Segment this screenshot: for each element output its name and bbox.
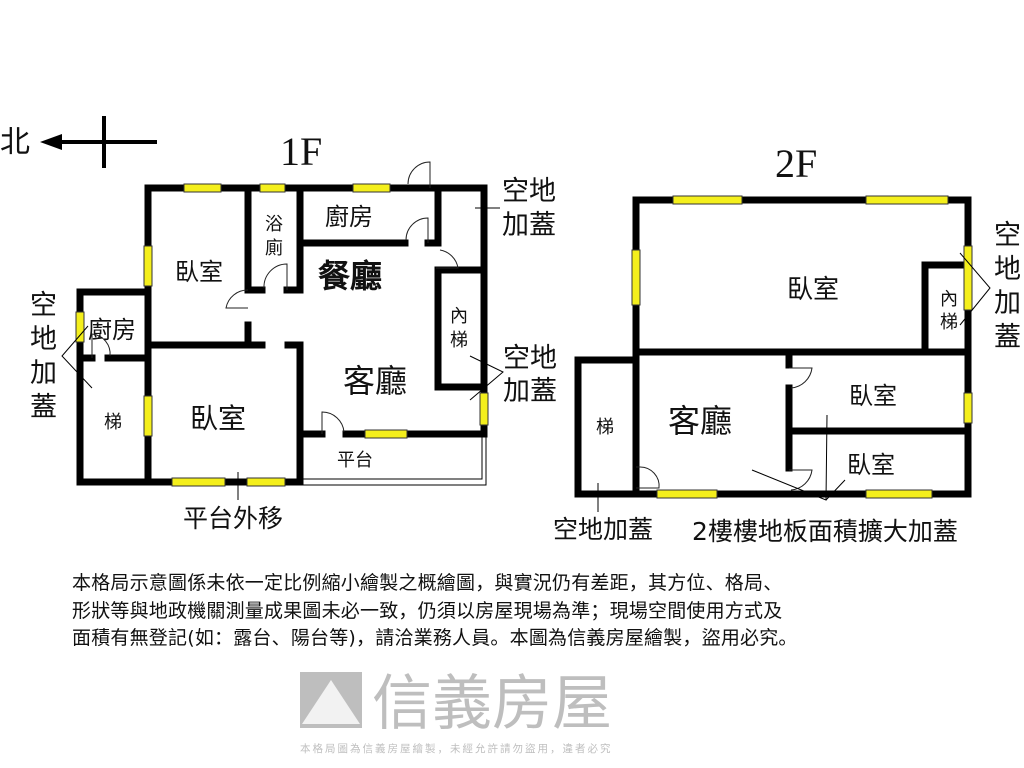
room-1f-bedroom-bottom: 臥室 — [190, 402, 246, 435]
wall-1f-inner-stair — [434, 266, 488, 391]
window — [171, 477, 226, 487]
room-2f-inner-stair-1: 內 — [940, 289, 958, 310]
door-swing — [789, 367, 813, 389]
window — [865, 489, 933, 499]
window — [631, 249, 641, 306]
north-label: 北 — [0, 125, 30, 160]
room-1f-inner-stair-2: 梯 — [450, 330, 468, 351]
room-1f-dining: 餐廳 — [318, 257, 382, 295]
room-2f-bedroom-large: 臥室 — [787, 275, 839, 305]
annotation-2f-floor-expansion: 2樓樓地板面積擴大加蓋 — [692, 517, 958, 546]
door-swing — [407, 161, 431, 188]
watermark-logo — [300, 672, 362, 728]
window — [352, 183, 391, 193]
annotation-2f-addition-bottom: 空地加蓋 — [553, 515, 653, 544]
annotation-2f-addition-right-3: 加 — [994, 288, 1021, 319]
leader-line — [959, 252, 991, 326]
door-swing — [436, 249, 459, 269]
north-compass: 北 — [0, 116, 157, 168]
annotation-1f-addition-top-1: 空地 — [502, 176, 556, 207]
room-1f-platform: 平台 — [337, 450, 373, 471]
room-1f-bath-2: 廁 — [265, 237, 283, 259]
annotation-2f-addition-right-2: 地 — [994, 254, 1021, 285]
room-1f-bedroom-top: 臥室 — [175, 258, 223, 286]
annotation-2f-addition-right-1: 空 — [994, 220, 1021, 251]
window — [259, 183, 286, 193]
room-2f-living: 客廳 — [668, 402, 732, 440]
window — [656, 489, 718, 499]
door-swing — [636, 466, 660, 489]
window — [75, 311, 85, 343]
floor-1-title: 1F — [280, 129, 322, 174]
door-swing — [789, 469, 813, 491]
floor-2-plan: 2F 臥室 內 梯 客廳 梯 臥室 臥室 空 地 加 蓋 — [553, 141, 1021, 546]
room-1f-inner-stair-1: 內 — [450, 306, 468, 327]
window — [963, 245, 973, 311]
window — [364, 429, 408, 439]
leader-line — [751, 414, 846, 501]
room-2f-stair: 梯 — [596, 417, 614, 438]
room-1f-stair: 梯 — [104, 412, 122, 433]
doors-1f — [91, 161, 459, 434]
floor-2-title: 2F — [775, 141, 817, 186]
watermark: 信義房屋 本格局圖為信義房屋繪製，未經允許請勿盜用，違者必究 — [300, 669, 613, 755]
window — [143, 245, 153, 287]
annotation-1f-platform-moved: 平台外移 — [183, 504, 283, 533]
north-arrow-icon — [40, 134, 62, 150]
room-2f-bedroom-bottom: 臥室 — [847, 451, 895, 479]
wall-1f-bath-right — [244, 184, 304, 294]
platform-railing — [300, 434, 483, 480]
window — [246, 477, 286, 487]
annotation-1f-addition-top-2: 加蓋 — [502, 210, 556, 241]
platform-railing-outer — [300, 434, 487, 486]
door-swing — [225, 289, 249, 309]
room-2f-inner-stair-2: 梯 — [940, 312, 958, 333]
room-2f-bedroom-mid: 臥室 — [849, 382, 897, 410]
watermark-logo-roof — [302, 680, 360, 724]
disclaimer-line: 面積有無登記(如：露台、陽台等)，請洽業務人員。本圖為信義房屋繪製，盜用必究。 — [72, 627, 798, 649]
windows-1f — [75, 183, 489, 487]
room-1f-kitchen-left: 廚房 — [88, 316, 136, 344]
watermark-notice: 本格局圖為信義房屋繪製，未經允許請勿盜用，違者必究 — [300, 742, 613, 755]
window — [183, 183, 222, 193]
door-swing — [405, 217, 429, 243]
door-swing — [263, 263, 288, 290]
disclaimer-line: 形狀等與地政機關測量成果圖未必一致，仍須以房屋現場為準；現場空間使用方式及 — [72, 599, 783, 622]
watermark-brand: 信義房屋 — [372, 669, 612, 739]
window — [963, 392, 973, 424]
annotation-1f-addition-right-2: 加蓋 — [503, 376, 557, 407]
window — [672, 195, 743, 205]
door-swing — [321, 411, 345, 434]
window — [865, 195, 949, 205]
annotation-1f-addition-left-3: 加 — [30, 358, 57, 389]
annotation-1f-addition-right-1: 空地 — [503, 343, 557, 374]
annotation-1f-addition-left-2: 地 — [30, 324, 57, 355]
wall-1f-outer-top — [144, 184, 488, 434]
window — [479, 392, 489, 426]
windows-2f — [631, 195, 973, 499]
window — [143, 395, 153, 437]
floor-1-plan: 1F — [30, 129, 557, 533]
room-1f-living: 客廳 — [343, 362, 407, 400]
annotation-2f-addition-right-4: 蓋 — [994, 322, 1021, 353]
leader-line — [469, 355, 504, 401]
wall-2f-inner-stair — [921, 261, 972, 356]
door-swing — [91, 333, 111, 358]
room-1f-kitchen-top: 廚房 — [325, 203, 373, 231]
wall-2f-outer — [574, 196, 972, 498]
doors-2f — [636, 367, 813, 491]
annotation-1f-addition-left-4: 蓋 — [30, 392, 57, 423]
annotation-1f-addition-left-1: 空 — [30, 290, 57, 321]
leader-line — [61, 325, 93, 389]
disclaimer-line: 本格局示意圖係未依一定比例縮小繪製之概繪圖，與實況仍有差距，其方位、格局、 — [72, 572, 783, 594]
disclaimer: 本格局示意圖係未依一定比例縮小繪製之概繪圖，與實況仍有差距，其方位、格局、 形狀… — [72, 570, 798, 653]
room-1f-bath-1: 浴 — [265, 214, 283, 235]
